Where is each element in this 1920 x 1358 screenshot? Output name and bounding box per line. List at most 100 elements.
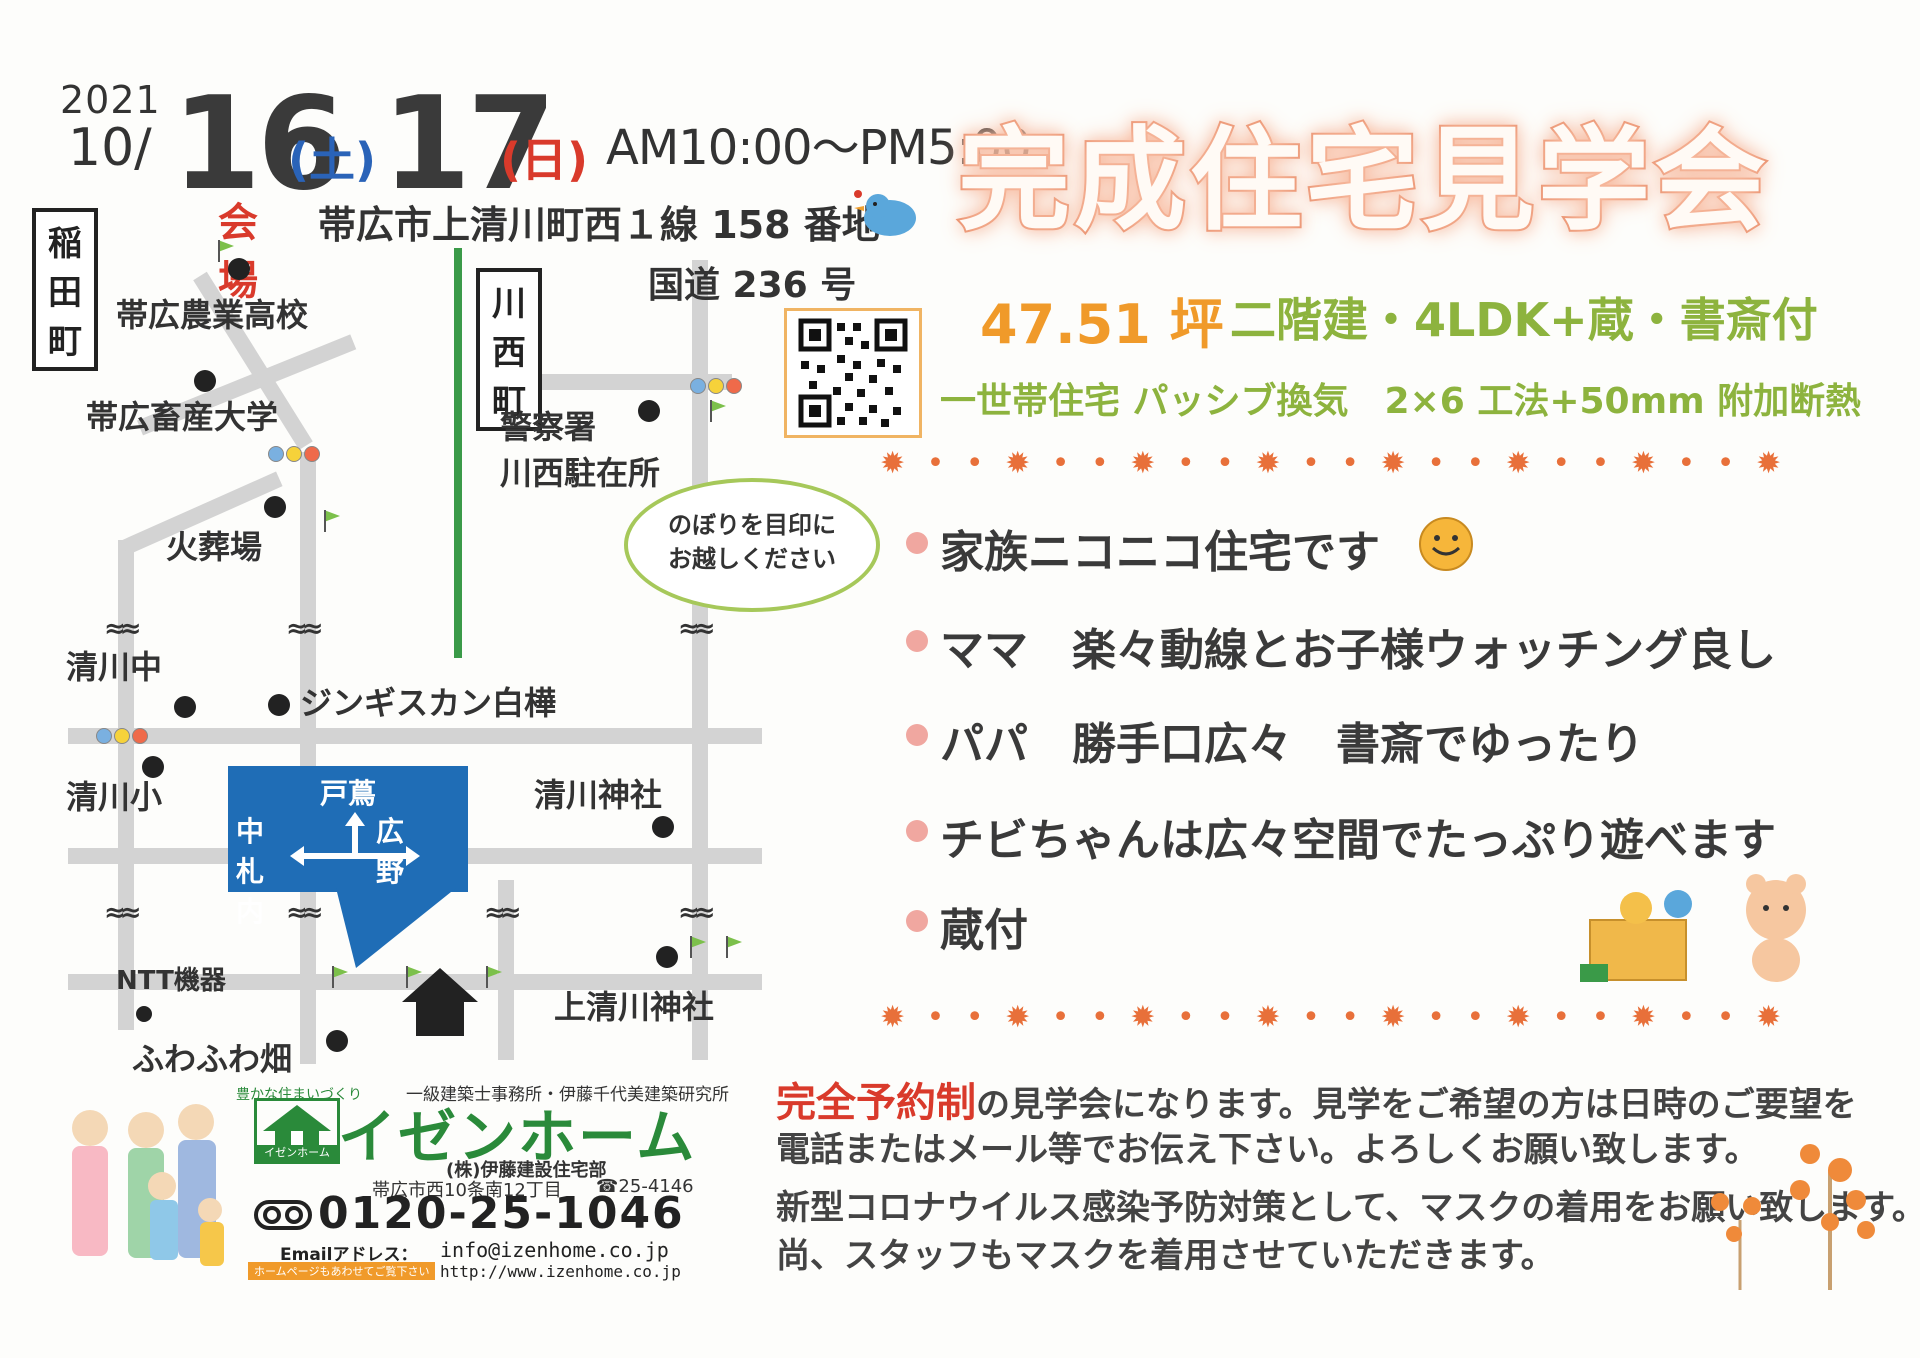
flag-icon: [486, 966, 502, 988]
maple-leaf-row-icon: ✹ • • ✹ • • ✹ • • ✹ • • ✹ • • ✹ • • ✹ • …: [880, 1000, 1788, 1035]
place-crematorium: 火葬場: [166, 528, 263, 566]
direction-sign: [228, 766, 468, 892]
feature-item: チビちゃんは広々空間でたっぷり遊べます: [906, 804, 1776, 868]
map-road: [300, 452, 316, 1064]
place-kami-shrine: 上清川神社: [554, 988, 715, 1026]
notice-line-1: 完全予約制の見学会になります。見学をご希望の方は日時のご要望を: [776, 1080, 1857, 1126]
toy-box-illustration: [1580, 874, 1806, 982]
sign-direction-top: 戸蔦: [319, 777, 376, 810]
event-day-2: 17: [382, 70, 556, 219]
place-police-box: 川西駐在所: [500, 454, 661, 492]
flag-icon: [332, 966, 348, 988]
company-department: (株)伊藤建設住宅部: [446, 1160, 607, 1181]
map-marker: [174, 696, 196, 718]
river-icon: ≈≈: [104, 898, 141, 928]
venue-address: 帯広市上清川町西１線 158 番地: [318, 203, 880, 247]
freedial-number[interactable]: 0120-25-1046: [318, 1188, 685, 1239]
route-label: 国道 236 号: [648, 265, 857, 306]
place-police: 警察署: [500, 408, 597, 446]
traffic-signal-icon: [690, 378, 742, 394]
qr-code[interactable]: [784, 308, 922, 438]
map-road: [508, 374, 732, 390]
notice-line-4: 尚、スタッフもマスクを着用させていただきます。: [776, 1236, 1555, 1276]
map-road: [692, 260, 708, 1060]
qr-code-icon: [798, 318, 908, 428]
route-236-line: [454, 248, 462, 658]
direction-sign-pointer: [336, 888, 456, 968]
flag-icon: [690, 936, 706, 958]
house-logo-icon: [263, 1105, 331, 1145]
event-month: 10/: [68, 118, 152, 178]
river-icon: ≈≈: [104, 614, 141, 644]
place-fuwafuwa: ふわふわ畑: [132, 1040, 293, 1078]
map-marker: [656, 946, 678, 968]
flag-icon: [324, 510, 340, 532]
reservation-required-badge: 完全予約制: [776, 1080, 976, 1126]
river-icon: ≈≈: [678, 898, 715, 928]
notice-line-2: 電話またはメール等でお伝え下さい。よろしくお願い致します。: [776, 1130, 1759, 1170]
spec-layout: 二階建・4LDK+蔵・書斎付: [1230, 293, 1818, 347]
company-subtitle: 一級建築士事務所・伊藤千代美建築研究所: [406, 1085, 729, 1105]
flag-notice-line-2: お越しください: [668, 545, 836, 573]
map-marker: [268, 694, 290, 716]
flag-notice-line-1: のぼりを目印に: [668, 511, 836, 539]
bird-icon: [854, 190, 916, 236]
spec-features: 一世帯住宅 パッシブ換気 2×6 工法+50mm 附加断熱: [940, 381, 1862, 422]
traffic-signal-icon: [96, 728, 148, 744]
flag-icon: [710, 400, 726, 422]
event-year: 2021: [60, 78, 161, 122]
homepage-label: ホームページもあわせてご覧下さい: [248, 1262, 436, 1280]
freedial-icon: [254, 1200, 312, 1230]
flag-notice-oval: のぼりを目印に お越しください: [624, 478, 880, 612]
page-title: 完成住宅見学会: [956, 114, 1770, 248]
place-shrine: 清川神社: [534, 776, 663, 814]
map-marker: [136, 1006, 152, 1022]
flag-icon: [726, 936, 742, 958]
map-marker: [638, 400, 660, 422]
feature-item: 蔵付: [906, 894, 1028, 958]
map-road: [118, 540, 134, 1030]
place-es: 清川小: [66, 778, 163, 816]
place-jhs: 清川中: [66, 648, 163, 686]
feature-item: ママ 楽々動線とお子様ウォッチング良し: [906, 614, 1776, 678]
sign-direction-left: 中札内: [236, 815, 265, 928]
map-marker: [142, 756, 164, 778]
map-marker: [228, 258, 250, 280]
email-label: Emailアドレス：: [280, 1245, 418, 1265]
place-ntt: NTT機器: [116, 966, 226, 996]
river-icon: ≈≈: [484, 898, 521, 928]
spec-area: 47.51 坪: [980, 293, 1224, 356]
place-jingisukan: ジンギスカン白樺: [300, 684, 557, 722]
map-marker: [264, 496, 286, 518]
company-logo[interactable]: イゼンホーム: [254, 1098, 340, 1164]
smiley-icon: [1419, 517, 1473, 571]
place-ag-school: 帯広農業高校: [116, 296, 309, 334]
company-tel: ☎25-4146: [596, 1176, 694, 1197]
map-road: [498, 880, 514, 1060]
map-road: [68, 974, 762, 990]
sign-direction-right: 広野: [376, 815, 405, 888]
event-day-1: 16: [172, 70, 346, 219]
maple-leaf-row-icon: ✹ • • ✹ • • ✹ • • ✹ • • ✹ • • ✹ • • ✹ • …: [880, 446, 1788, 481]
place-university: 帯広畜産大学: [86, 398, 279, 436]
town-label-inada: 稲田町: [32, 208, 98, 371]
company-name: イゼンホーム: [338, 1103, 697, 1171]
map-road: [68, 728, 762, 744]
email-link[interactable]: info@izenhome.co.jp: [440, 1238, 669, 1262]
family-illustration: [72, 1104, 224, 1266]
sign-arrows-icon: [290, 812, 420, 866]
logo-caption: イゼンホーム: [257, 1145, 337, 1161]
river-icon: ≈≈: [286, 898, 323, 928]
river-icon: ≈≈: [286, 614, 323, 644]
traffic-signal-icon: [268, 446, 320, 462]
flag-icon: [218, 240, 234, 262]
website-link[interactable]: http://www.izenhome.co.jp: [440, 1262, 681, 1281]
map-marker: [326, 1030, 348, 1052]
event-weekday-1: (土): [288, 133, 377, 187]
flag-icon: [406, 966, 422, 988]
event-weekday-2: (日): [500, 133, 589, 187]
map-marker: [194, 370, 216, 392]
feature-item: パパ 勝手口広々 書斎でゆったり: [906, 708, 1644, 772]
map-marker: [652, 816, 674, 838]
tree-illustration: [1711, 1144, 1875, 1290]
